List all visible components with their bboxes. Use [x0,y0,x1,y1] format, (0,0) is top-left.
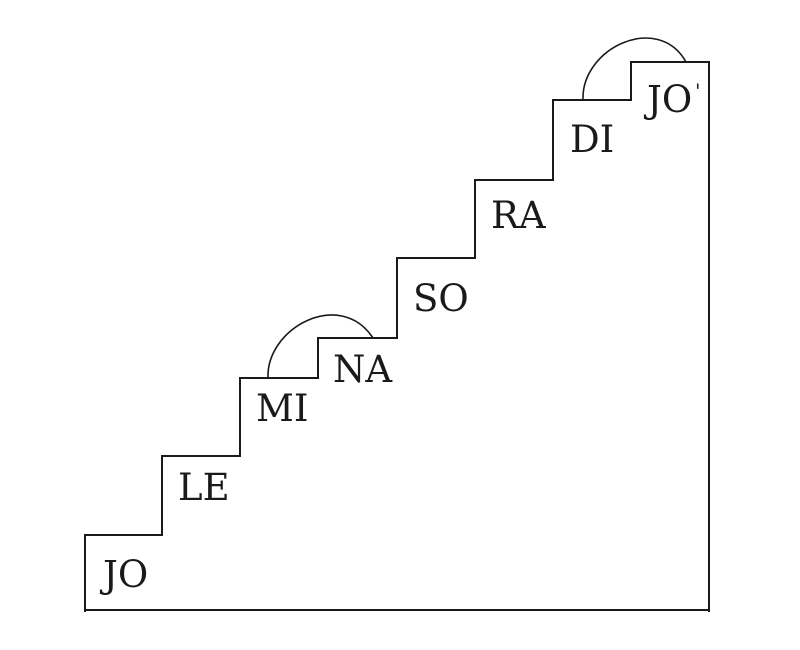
semitone-arc-di-jo [582,37,687,101]
step-label-mi: MI [256,387,309,430]
step-label-so: SO [413,277,469,320]
staircase-outline [84,61,710,612]
octave-mark: ' [695,79,701,103]
step-label-jo: JO [99,553,148,596]
step-label-jo-upper: JO [643,78,692,121]
step-label-ra: RA [491,194,547,237]
semitone-arc-mi-na [267,314,374,379]
step-label-le: LE [178,466,230,509]
step-label-di: DI [570,118,614,161]
step-label-na: NA [333,348,393,391]
